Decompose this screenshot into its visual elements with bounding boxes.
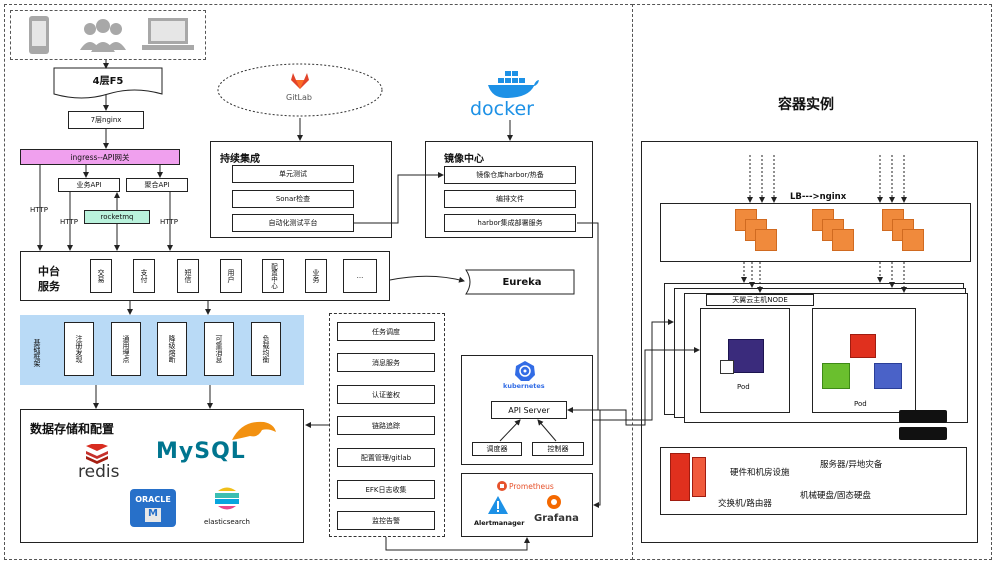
middle-item: 交易 (90, 259, 112, 293)
rocketmq-box: rocketmq (84, 210, 150, 224)
storage-title: 数据存储和配置 (30, 422, 115, 436)
base-item: 注册发现 (64, 322, 94, 376)
alertmanager-label: Alertmanager (474, 519, 525, 527)
redis-label: redis (78, 462, 120, 482)
hardware-icon (692, 457, 706, 497)
kubernetes-icon (515, 361, 535, 381)
controller-box: 控制器 (532, 442, 584, 456)
users-icon (80, 19, 126, 52)
laptop-icon (142, 18, 194, 50)
gitlab-label: GitLab (286, 93, 312, 102)
http-label-1: HTTP (30, 206, 48, 214)
ci-item: 单元测试 (232, 165, 354, 183)
pod-cube-small-icon (720, 360, 734, 374)
grafana-label: Grafana (534, 513, 579, 524)
service-item: 监控告警 (337, 511, 435, 530)
f5-banner (53, 67, 163, 99)
lb-label: LB--->nginx (790, 192, 847, 202)
base-item: 通用埋点 (111, 322, 141, 376)
oracle-m-glyph: M (145, 507, 161, 522)
nginx7-box: 7层nginx (68, 111, 144, 129)
f5-label: 4层F5 (92, 76, 124, 87)
base-item: 可靠消息 (204, 322, 234, 376)
api-server-box: API Server (491, 401, 567, 419)
middle-title-1: 中台 (38, 265, 60, 278)
redis-icon (86, 444, 108, 464)
middle-item: 业务 (305, 259, 327, 293)
eureka-label: Eureka (502, 277, 542, 288)
image-title: 镜像中心 (444, 154, 484, 165)
server-icon (899, 410, 947, 423)
services-dashed-box (329, 313, 445, 537)
ci-item: Sonar检查 (232, 190, 354, 208)
ingress-gateway: ingress--API网关 (20, 149, 180, 165)
service-item: 任务调度 (337, 322, 435, 341)
oracle-db-icon: ORACLE M (130, 489, 176, 527)
server-icon (899, 427, 947, 440)
service-item: 消息服务 (337, 353, 435, 372)
base-title: 基础框架 (33, 339, 41, 367)
pod-cube-red-icon (850, 334, 876, 358)
image-item: harbor集成部署服务 (444, 214, 576, 232)
pod-cube-green-icon (822, 363, 850, 389)
alertmanager-icon (488, 496, 508, 514)
node-label: 天翼云主机NODE (706, 294, 814, 306)
hardware-icon (670, 453, 690, 501)
pod-cube-blue-icon (874, 363, 902, 389)
clients-box (10, 10, 206, 60)
service-item: 链路追踪 (337, 416, 435, 435)
prometheus-icon (497, 481, 507, 491)
container-title: 容器实例 (778, 97, 834, 113)
base-item: 降级熔断 (157, 322, 187, 376)
image-item: 镜像仓库harbor/热备 (444, 166, 576, 184)
hardware-line-3: 机械硬盘/固态硬盘 (800, 491, 871, 501)
scheduler-box: 调度器 (472, 442, 522, 456)
kubernetes-label: kubernetes (503, 382, 545, 390)
agg-api-box: 聚合API (126, 178, 188, 192)
phone-icon (29, 16, 49, 54)
elasticsearch-icon (215, 487, 239, 510)
hardware-line-2: 服务器/异地灾备 (820, 460, 883, 470)
base-item: 负载均衡 (251, 322, 281, 376)
middle-item: 支付 (133, 259, 155, 293)
pod-label-1: Pod (737, 383, 750, 391)
lb-instance-icon (902, 229, 924, 251)
hardware-line-4: 交换机/路由器 (718, 499, 772, 509)
middle-platform-box (20, 251, 390, 301)
elasticsearch-label: elasticsearch (204, 518, 250, 526)
image-item: 编排文件 (444, 190, 576, 208)
gitlab-fox-icon (291, 73, 309, 89)
pod-cube-icon (728, 339, 764, 373)
service-item: 认证鉴权 (337, 385, 435, 404)
oracle-label: ORACLE (135, 494, 171, 504)
gitlab-ellipse (217, 63, 383, 117)
monitoring-box (461, 473, 593, 537)
biz-api-box: 业务API (58, 178, 120, 192)
prometheus-label: Prometheus (509, 482, 554, 491)
middle-title-2: 服务 (38, 280, 60, 293)
pod-box-2 (812, 308, 916, 413)
grafana-icon (547, 495, 561, 509)
middle-item: 短信 (177, 259, 199, 293)
ci-item: 自动化测试平台 (232, 214, 354, 232)
service-item: 配置管理/gitlab (337, 448, 435, 467)
middle-item: 配置中心 (262, 259, 284, 293)
lb-instance-icon (755, 229, 777, 251)
ci-title: 持续集成 (220, 154, 260, 165)
pod-label-2: Pod (854, 400, 867, 408)
docker-label: docker (470, 98, 534, 120)
middle-item: 用户 (220, 259, 242, 293)
service-item: EFK日志收集 (337, 480, 435, 499)
mysql-label: MySQL (156, 439, 246, 464)
container-group-border (632, 4, 992, 560)
dolphin-icon (232, 421, 276, 440)
hardware-box (660, 447, 967, 515)
eureka-banner (465, 269, 575, 295)
middle-item: ... (343, 259, 377, 293)
docker-whale-icon (488, 71, 539, 98)
http-label-2: HTTP (60, 218, 78, 226)
hardware-line-1: 硬件和机房设施 (730, 468, 790, 478)
http-label-3: HTTP (160, 218, 178, 226)
lb-instance-icon (832, 229, 854, 251)
